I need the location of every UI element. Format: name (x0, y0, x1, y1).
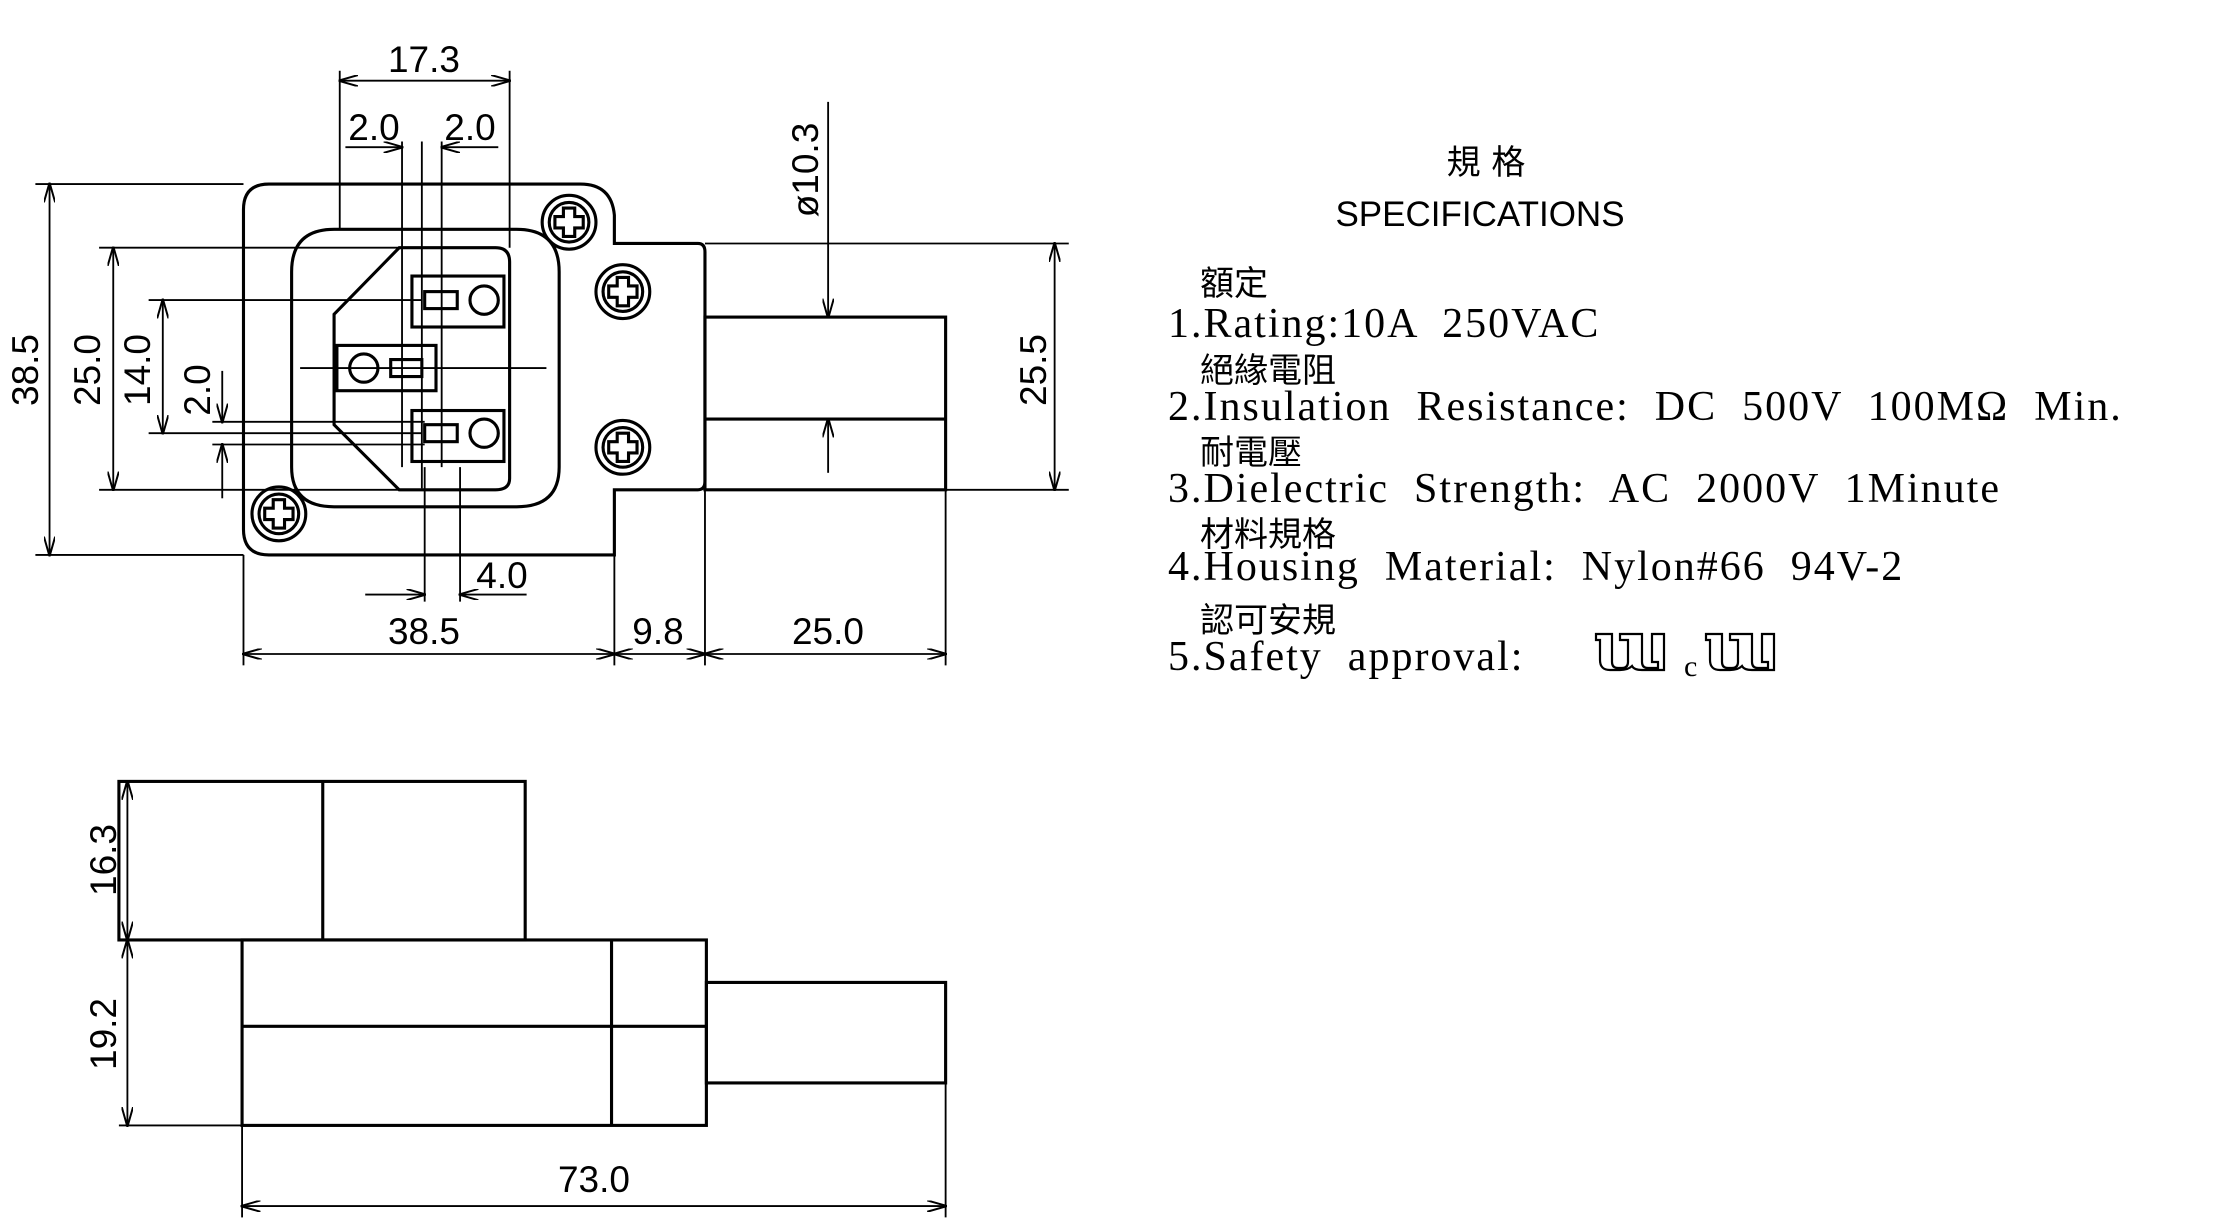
specifications-block: 規 格 SPECIFICATIONS 額定 1.Rating:10A 250VA… (1168, 143, 2123, 683)
screw-icon (250, 485, 308, 543)
dim-label: 38.5 (5, 334, 46, 406)
dim-label: 25.0 (67, 334, 108, 406)
spec-item-text: 3.Dielectric Strength: AC 2000V 1Minute (1168, 466, 2001, 512)
dim-label: 19.2 (83, 998, 124, 1070)
dim-label: 16.3 (83, 824, 124, 896)
dim-label: ø10.3 (785, 123, 826, 218)
dim-label: 9.8 (632, 611, 683, 652)
spec-title: SPECIFICATIONS (1335, 195, 1624, 234)
dim-label: 17.3 (388, 39, 460, 80)
dim-label: 73.0 (558, 1159, 630, 1200)
side-body (240, 938, 708, 1127)
spec-item-text: 5.Safety approval: (1168, 634, 1524, 680)
side-view: 16.3 19.2 73.0 (83, 779, 948, 1218)
dim-label: 38.5 (388, 611, 460, 652)
screw-icon (594, 418, 652, 476)
dim-label: 2.0 (177, 364, 218, 415)
dim-label: 4.0 (476, 555, 527, 596)
dim-label: 14.0 (117, 334, 158, 406)
socket-inner (332, 246, 512, 492)
dim-label: 2.0 (444, 107, 495, 148)
screw-icon (540, 193, 598, 251)
cul-recognized-mark-icon (1704, 632, 1776, 672)
ul-recognized-mark-icon (1594, 632, 1666, 672)
spec-item-cjk: 認可安規 (1200, 601, 1336, 641)
side-pins (704, 980, 948, 1085)
dim-label: 25.0 (792, 611, 864, 652)
spec-item-text: 4.Housing Material: Nylon#66 94V-2 (1168, 544, 1904, 590)
front-view: 17.3 2.0 2.0 ø10.3 38.5 25.0 14.0 2.0 25… (5, 39, 1069, 666)
flange-outline (241, 182, 707, 557)
rear-body (703, 315, 948, 492)
spec-item-cjk: 額定 (1200, 264, 1268, 304)
spec-item-text: 1.Rating:10A 250VAC (1168, 301, 1600, 347)
spec-item-cjk: 材料規格 (1200, 515, 1336, 555)
dim-label: 2.0 (348, 107, 399, 148)
spec-item-cjk: 絕緣電阻 (1200, 351, 1336, 391)
spec-item-cjk: 耐電壓 (1200, 433, 1302, 473)
socket-outer (290, 227, 561, 509)
cul-prefix: c (1684, 650, 1699, 683)
spec-title-cjk: 規 格 (1447, 143, 1526, 183)
screw-icon (594, 263, 652, 321)
spec-item-text: 2.Insulation Resistance: DC 500V 100MΩ M… (1168, 384, 2123, 430)
dim-label: 25.5 (1013, 334, 1054, 406)
